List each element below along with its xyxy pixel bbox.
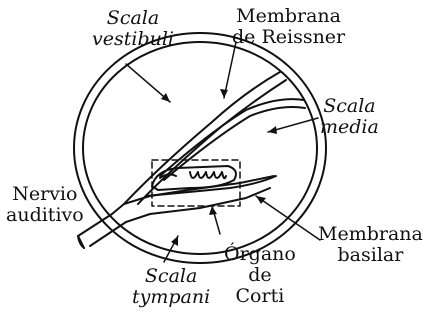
label-scala-tympani-line2: tympani	[132, 287, 210, 308]
label-organo-corti: Órgano de Corti	[224, 244, 296, 307]
label-organo-corti-line1: Órgano	[224, 244, 296, 265]
label-scala-vestibuli: Scala vestibuli	[92, 8, 174, 50]
corti-hair-cells	[190, 172, 226, 178]
label-membrana-reissner-line2: de Reissner	[232, 27, 345, 48]
label-membrana-basilar: Membrana basilar	[318, 224, 423, 266]
label-nervio-auditivo-line1: Nervio	[6, 184, 84, 205]
label-scala-tympani-line1: Scala	[132, 266, 210, 287]
label-scala-media-line1: Scala	[320, 96, 379, 117]
label-scala-media-line2: media	[320, 117, 379, 138]
label-organo-corti-line2: de	[224, 265, 296, 286]
cochlea-outer-wall	[74, 33, 326, 263]
cochlea-inner-wall	[83, 42, 317, 254]
label-membrana-reissner-line1: Membrana	[232, 6, 345, 27]
label-nervio-auditivo: Nervio auditivo	[6, 184, 84, 226]
label-membrana-reissner: Membrana de Reissner	[232, 6, 345, 48]
label-organo-corti-line3: Corti	[224, 286, 296, 307]
label-scala-tympani: Scala tympani	[132, 266, 210, 308]
label-nervio-auditivo-line2: auditivo	[6, 205, 84, 226]
label-membrana-basilar-line1: Membrana	[318, 224, 423, 245]
label-scala-vestibuli-line1: Scala	[92, 8, 174, 29]
label-membrana-basilar-line2: basilar	[318, 245, 423, 266]
label-scala-media: Scala media	[320, 96, 379, 138]
label-scala-vestibuli-line2: vestibuli	[92, 29, 174, 50]
